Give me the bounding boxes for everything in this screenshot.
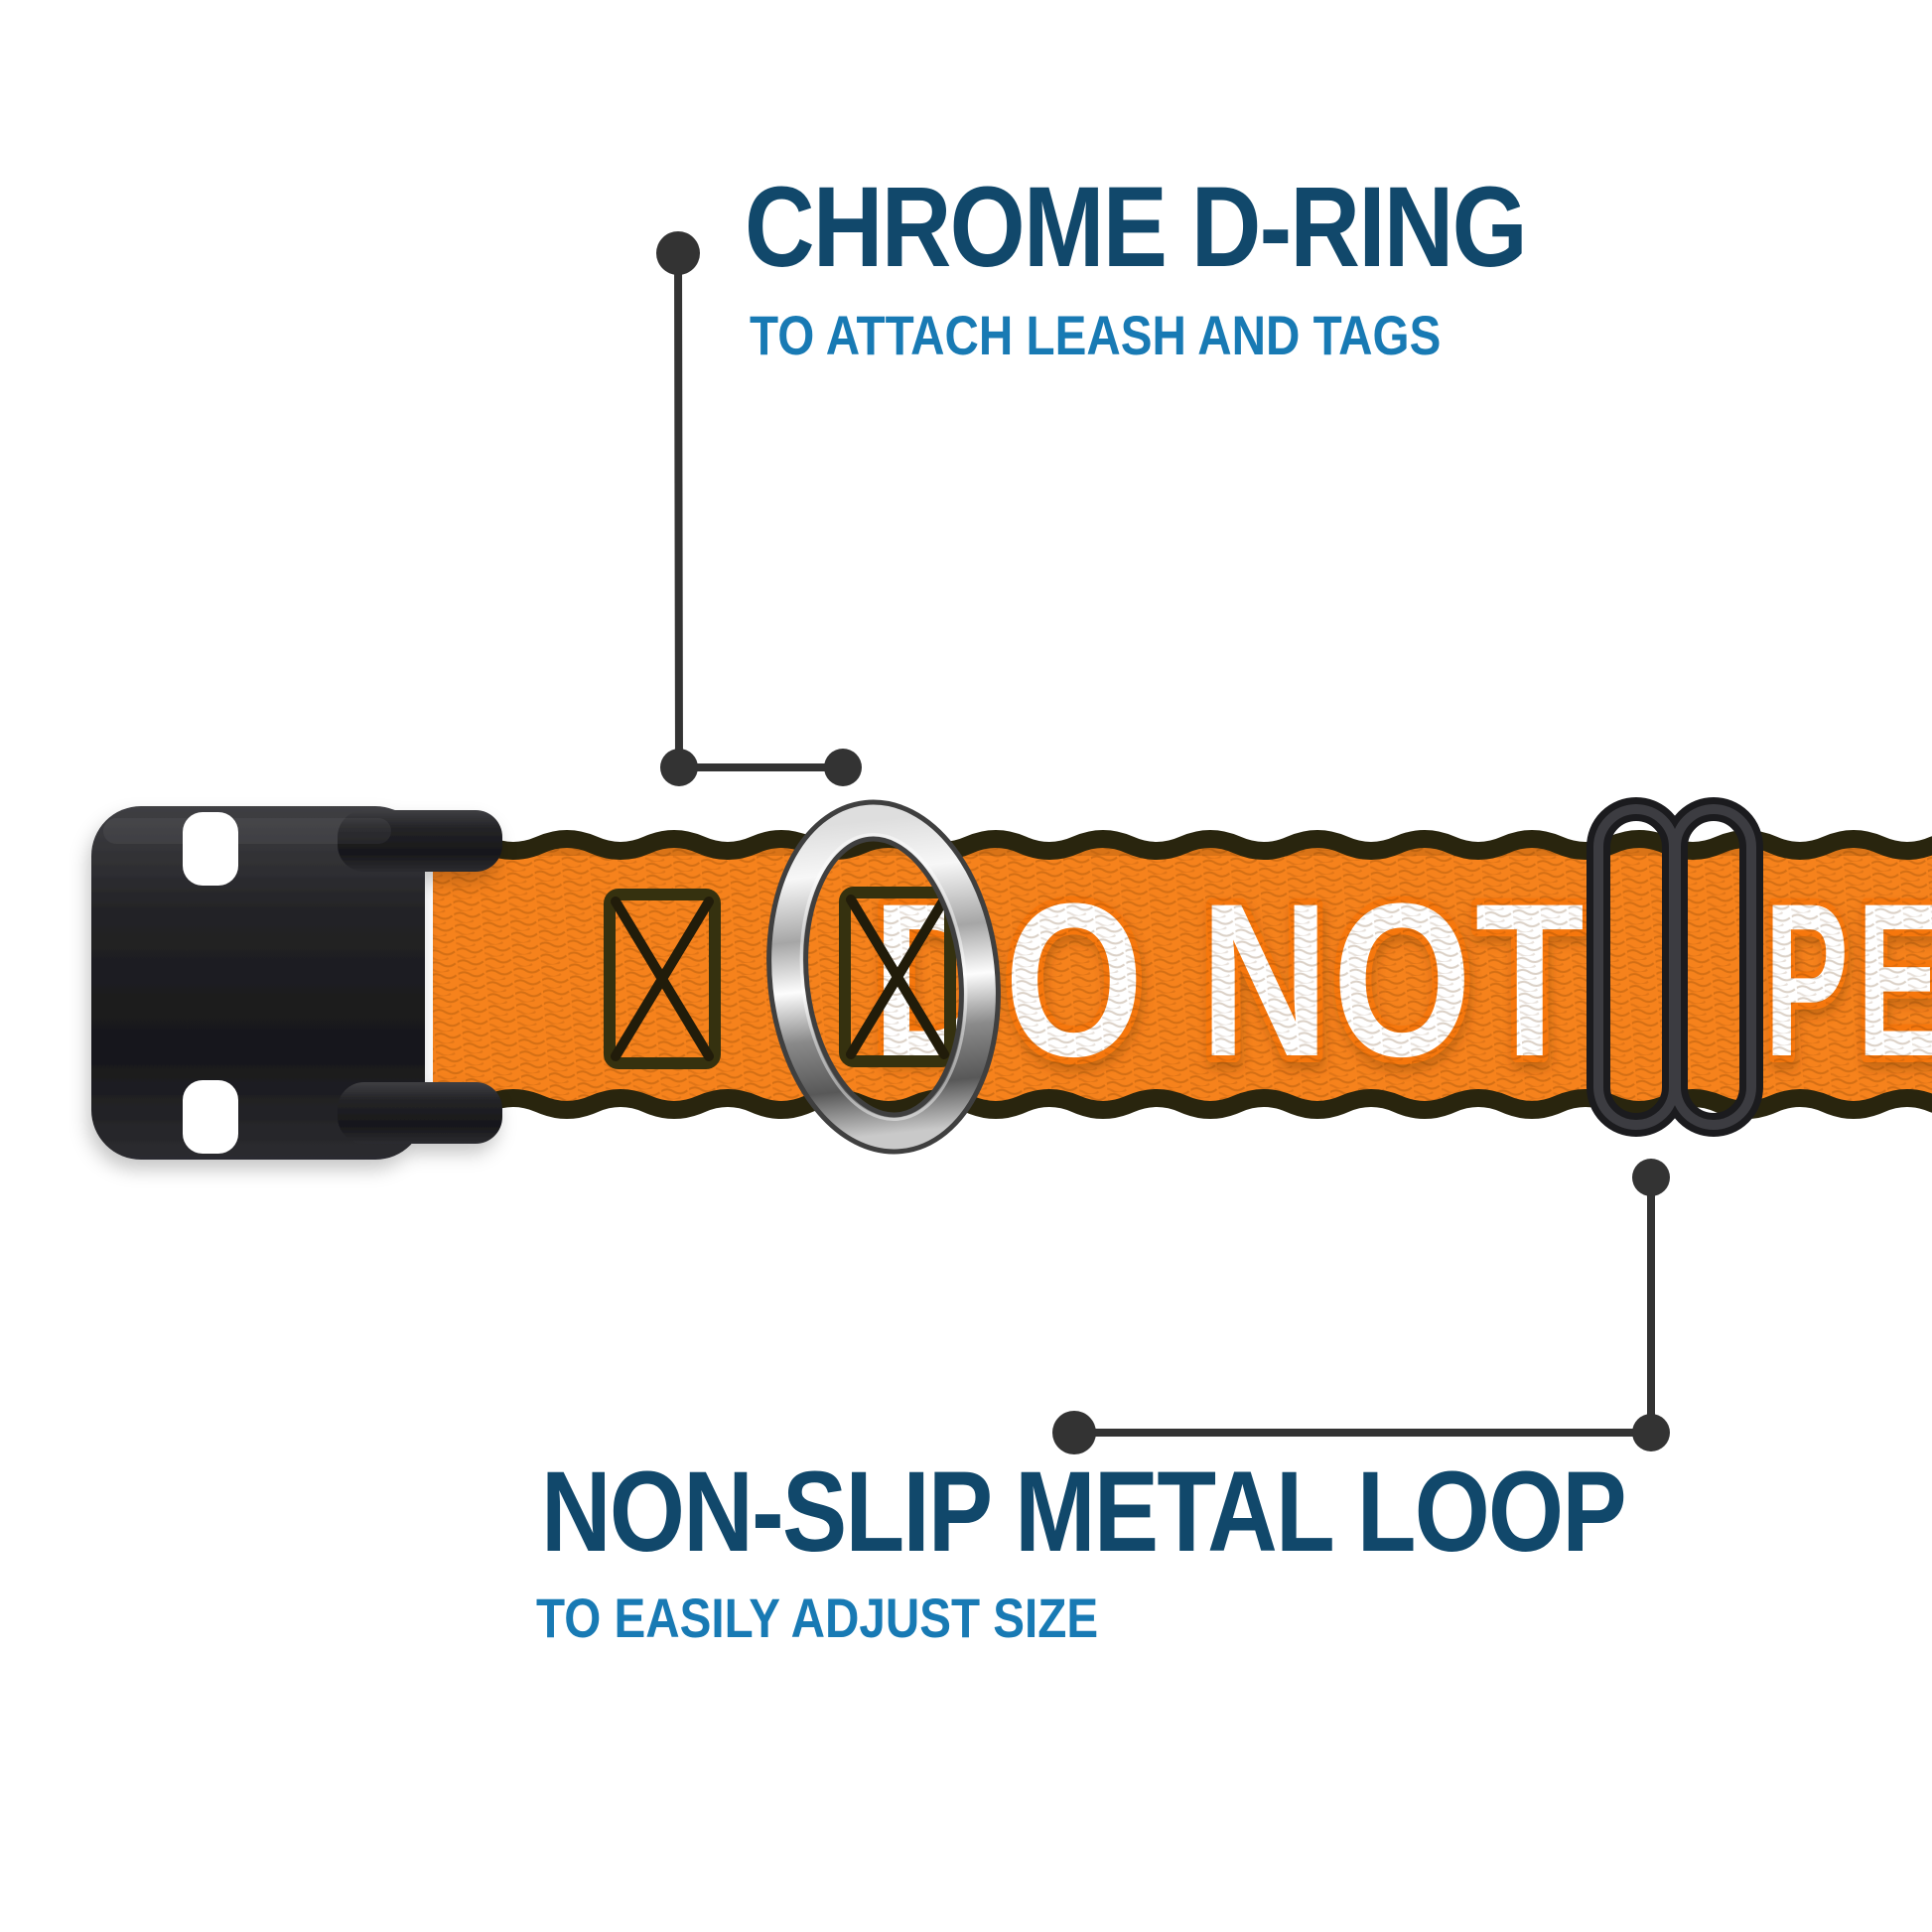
d-ring xyxy=(766,799,1001,1155)
buckle-body xyxy=(91,806,425,1160)
webbing-bottom-edge xyxy=(424,1089,1932,1119)
callout-connectors xyxy=(656,231,1670,1454)
stitch-box-right xyxy=(839,887,956,1067)
stitch-boxes xyxy=(604,887,956,1069)
stitch-box-frame xyxy=(839,887,956,1067)
callout-dots xyxy=(656,231,1670,1454)
buckle-top-notch xyxy=(183,812,238,886)
buckle-highlight xyxy=(103,818,391,844)
callout-title-chrome-d-ring: CHROME D-RING xyxy=(745,164,1528,291)
webbing-top-edge xyxy=(424,830,1932,860)
stitch-box-frame xyxy=(604,889,721,1069)
d-ring-chrome xyxy=(771,804,996,1150)
callout-dot-title-bottom xyxy=(1052,1411,1096,1454)
callout-dot-elbow-top xyxy=(660,749,698,786)
callout-subtitle-adjust-size: TO EASILY ADJUST SIZE xyxy=(536,1587,1099,1649)
slider-right-sheen xyxy=(1671,804,1756,1130)
stitch-box-cross xyxy=(611,897,714,1061)
stitch-box-left xyxy=(604,889,721,1069)
callout-dot-title-top xyxy=(656,231,700,275)
buckle xyxy=(91,806,502,1160)
buckle-bottom-arm xyxy=(338,1082,502,1144)
callout-subtitle-attach-leash: TO ATTACH LEASH AND TAGS xyxy=(750,304,1442,366)
stitch-box-cross xyxy=(846,895,949,1059)
slider-loop xyxy=(1587,797,1763,1137)
d-ring-inner-highlight xyxy=(799,833,968,1121)
callout-dot-d-ring xyxy=(824,749,862,786)
callout-lines xyxy=(674,249,1655,1437)
buckle-bottom-notch xyxy=(183,1080,238,1154)
callout-dot-slider-loop xyxy=(1632,1159,1670,1196)
callout-line-top-vertical xyxy=(674,249,683,771)
callout-title-metal-loop: NON-SLIP METAL LOOP xyxy=(541,1449,1627,1576)
callout-dot-elbow-bottom xyxy=(1632,1414,1670,1451)
